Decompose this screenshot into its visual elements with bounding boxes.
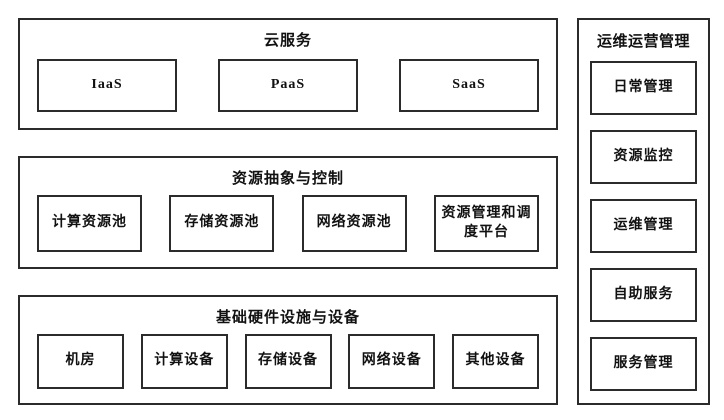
section-resource-abstraction-title: 资源抽象与控制 (231, 171, 344, 187)
box-machine-room: 机房 (37, 333, 124, 389)
section-cloud-service-title: 云服务 (263, 33, 312, 49)
box-network-resource-pool: 网络资源池 (301, 195, 407, 252)
box-storage-resource-pool: 存储资源池 (169, 195, 275, 252)
box-paas: PaaS (218, 58, 358, 112)
box-service-management: 服务管理 (590, 337, 697, 391)
resource-abstraction-items: 计算资源池 存储资源池 网络资源池 资源管理和调度平台 (20, 188, 556, 267)
box-self-service: 自助服务 (590, 268, 697, 322)
ops-management-items: 日常管理 资源监控 运维管理 自助服务 服务管理 (579, 51, 708, 403)
box-iaas: IaaS (37, 58, 177, 112)
hardware-infrastructure-items: 机房 计算设备 存储设备 网络设备 其他设备 (20, 327, 556, 403)
section-cloud-service: 云服务 IaaS PaaS SaaS (18, 18, 558, 130)
section-resource-abstraction-control: 资源抽象与控制 计算资源池 存储资源池 网络资源池 资源管理和调度平台 (18, 156, 558, 269)
section-hardware-infrastructure: 基础硬件设施与设备 机房 计算设备 存储设备 网络设备 其他设备 (18, 295, 558, 405)
box-ops-maintenance-management: 运维管理 (590, 199, 697, 253)
panel-ops-management: 运维运营管理 日常管理 资源监控 运维管理 自助服务 服务管理 (577, 18, 710, 405)
box-saas: SaaS (399, 58, 539, 112)
box-compute-resource-pool: 计算资源池 (37, 195, 142, 252)
box-daily-management: 日常管理 (590, 61, 697, 115)
box-network-device: 网络设备 (348, 333, 436, 389)
box-other-device: 其他设备 (452, 333, 539, 389)
section-hardware-infrastructure-title: 基础硬件设施与设备 (215, 310, 360, 326)
box-compute-device: 计算设备 (140, 333, 228, 389)
box-storage-device: 存储设备 (244, 333, 332, 389)
box-resource-mgmt-scheduling-platform: 资源管理和调度平台 (433, 195, 539, 252)
cloud-service-items: IaaS PaaS SaaS (20, 50, 556, 128)
main-layers-column: 云服务 IaaS PaaS SaaS 资源抽象与控制 计算资源池 存储资源池 网… (18, 18, 558, 405)
panel-ops-management-title: 运维运营管理 (596, 34, 690, 50)
box-resource-monitoring: 资源监控 (590, 130, 697, 184)
